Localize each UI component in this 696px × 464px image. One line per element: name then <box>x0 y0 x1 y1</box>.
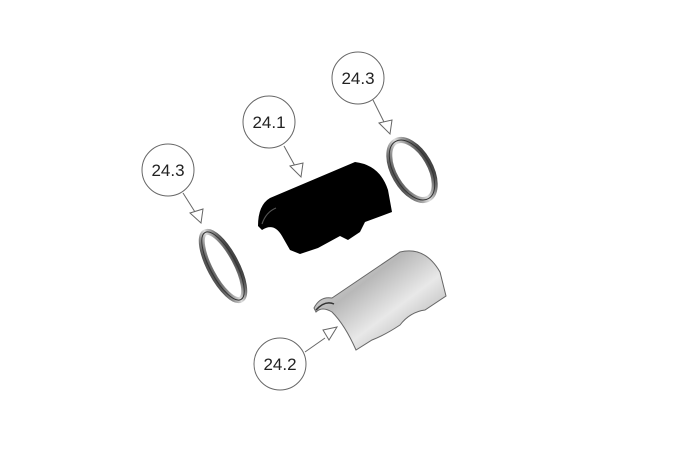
callout-inner-shell: 24.1 <box>242 95 296 149</box>
leader-lines <box>182 99 393 353</box>
callout-label: 24.1 <box>252 113 285 132</box>
callout-right-ring: 24.3 <box>331 51 385 105</box>
callout-outer-shell: 24.2 <box>253 337 307 391</box>
callout-label: 24.3 <box>151 161 184 180</box>
outer-shell-part <box>313 250 447 351</box>
inner-shell-part <box>258 162 392 254</box>
right-ring-part <box>386 137 438 203</box>
left-ring-part <box>198 228 248 304</box>
callout-label: 24.2 <box>263 355 296 374</box>
callout-left-ring: 24.3 <box>141 143 195 197</box>
callout-label: 24.3 <box>341 69 374 88</box>
